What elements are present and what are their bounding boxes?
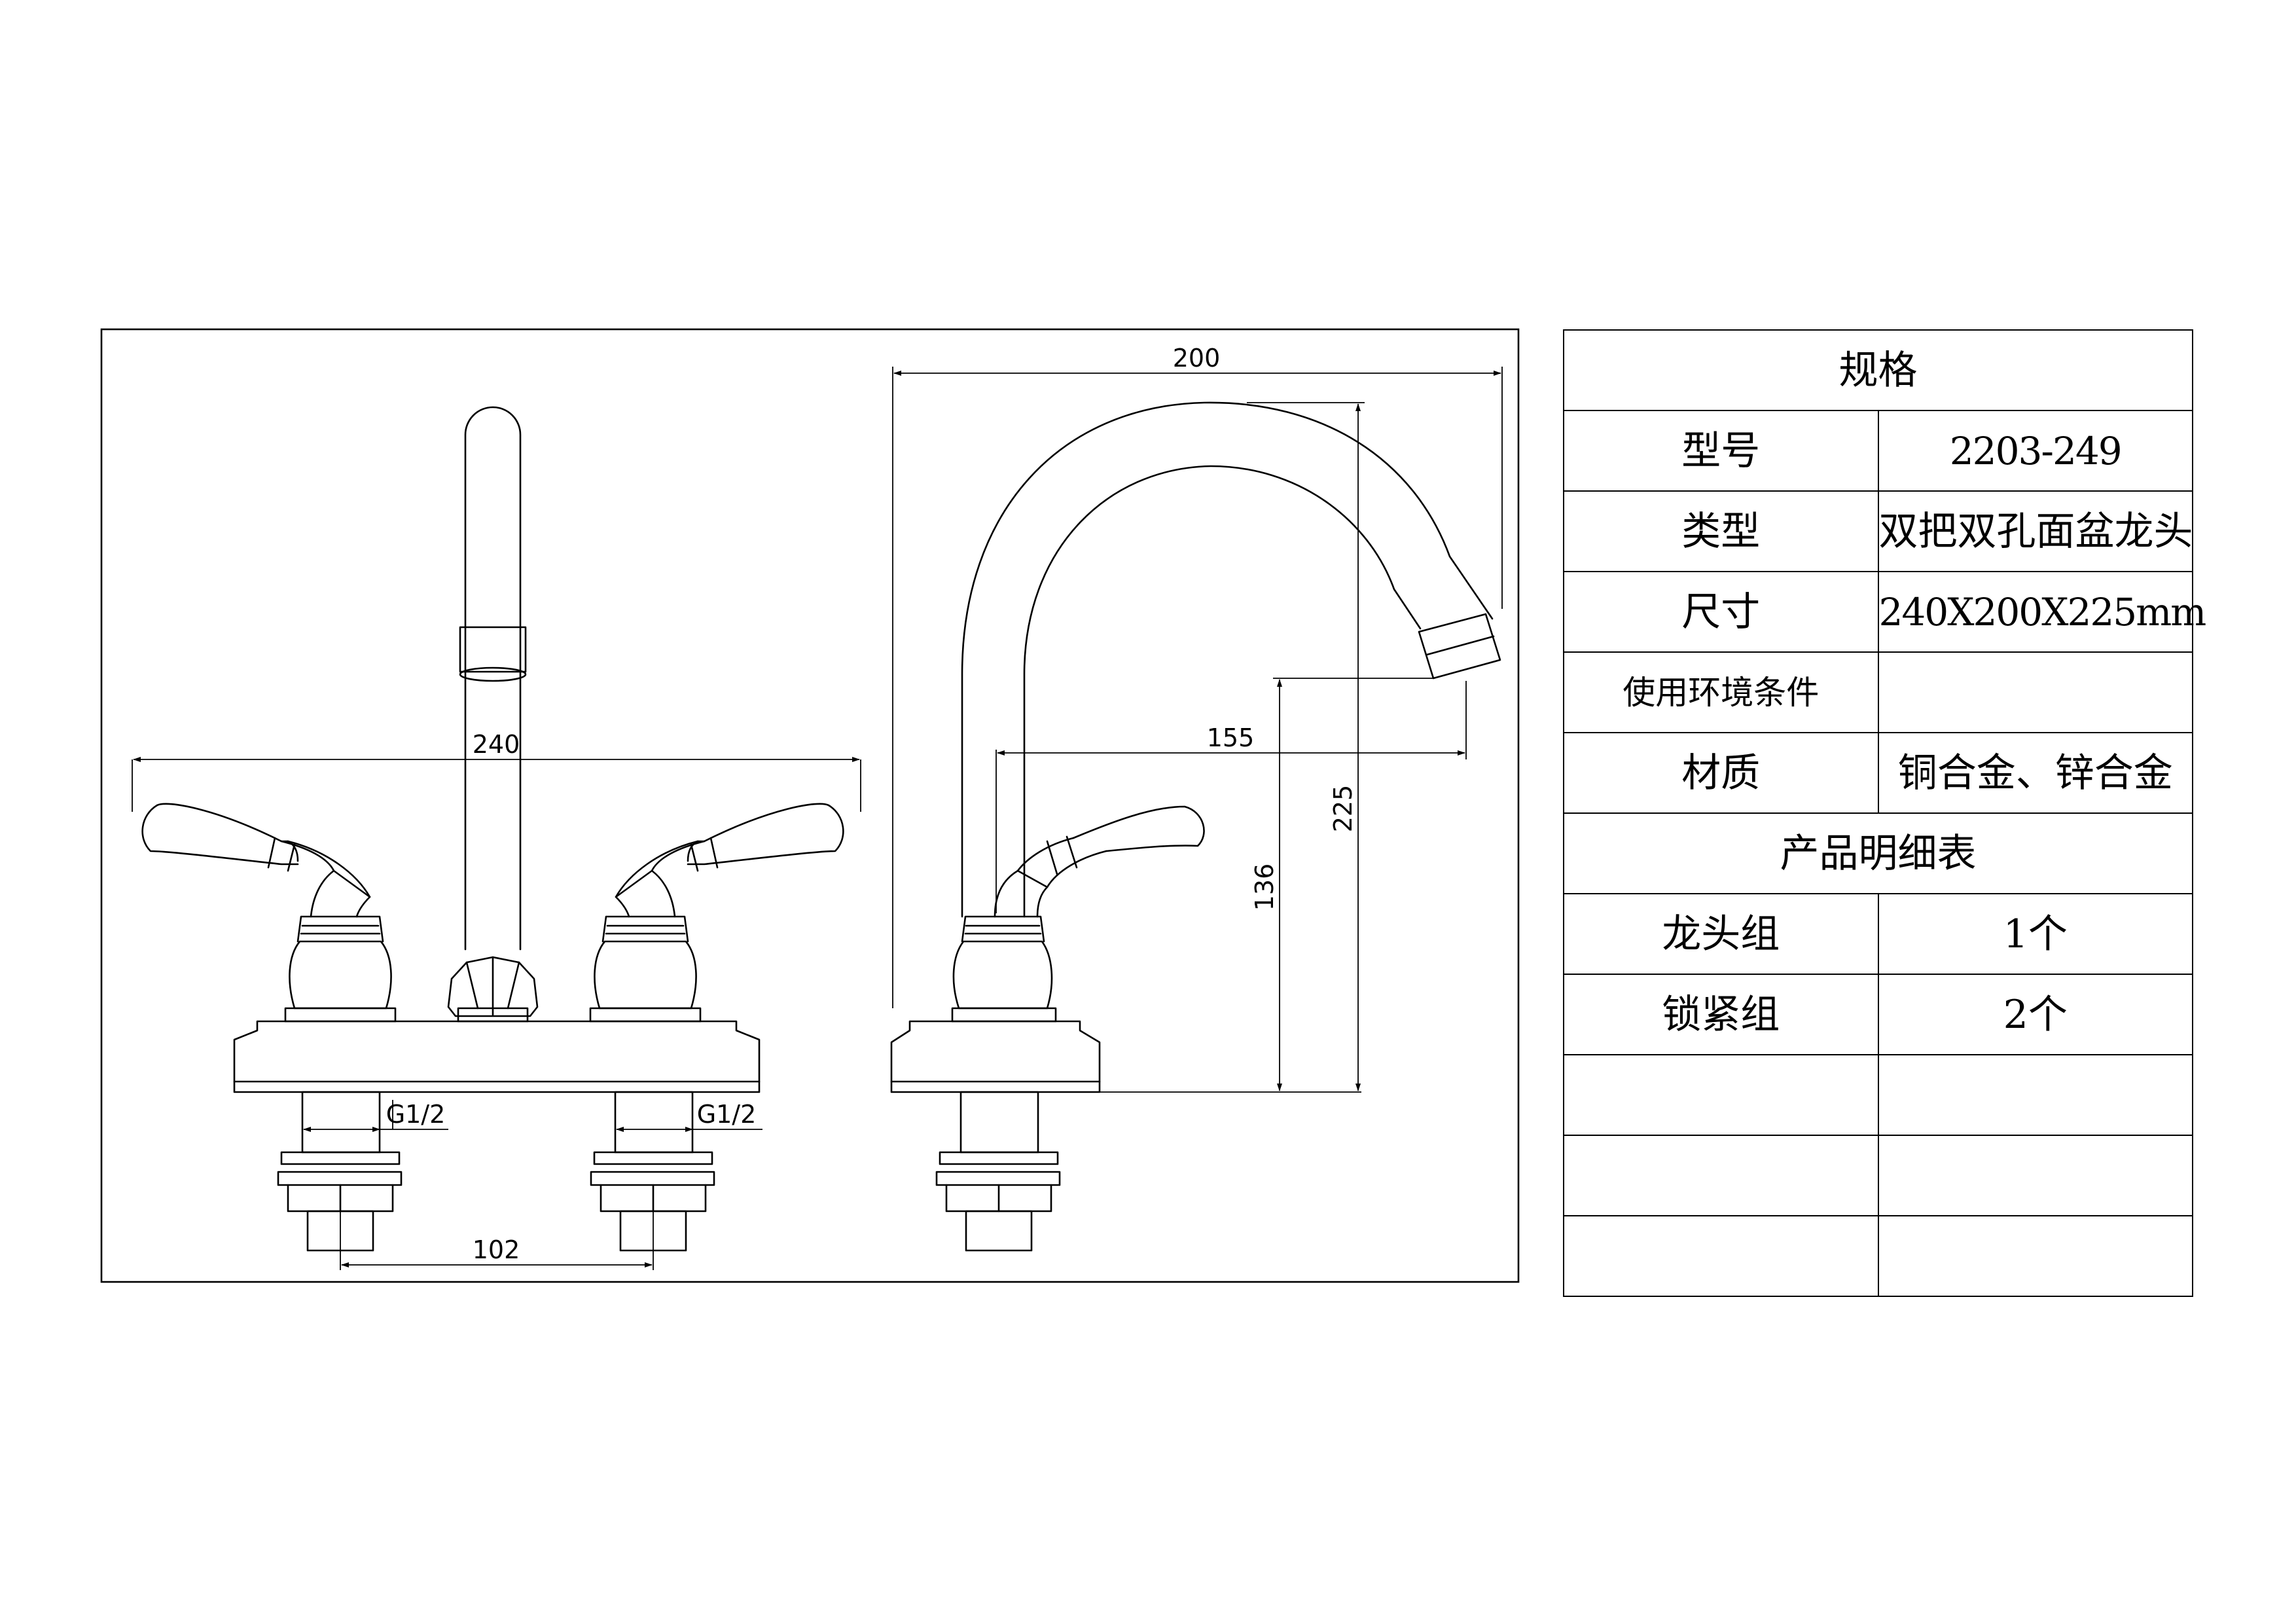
parts-row [1563,1054,2193,1136]
parts-title: 产品明细表 [1563,812,2193,894]
deck-base [233,1020,761,1093]
spec-label: 材质 [1563,732,1879,814]
spec-row-model: 型号 2203-249 [1563,410,2193,492]
spec-value: 2203-249 [1877,410,2193,492]
spec-table: 规格 型号 2203-249 类型 双把双孔面盆龙头 尺寸 240X200X22… [1563,329,2206,1297]
spec-value: 铜合金、锌合金 [1877,732,2193,814]
spec-label: 使用环境条件 [1563,651,1879,733]
parts-qty: 2个 [1877,974,2193,1055]
dim-thread-left: G1/2 [386,1100,446,1129]
side-outlet [1418,613,1501,680]
spec-row-material: 材质 铜合金、锌合金 [1563,732,2193,814]
dim-overall-height: 225 [1329,785,1357,833]
dim-overall-width: 240 [473,730,520,759]
parts-row [1563,1135,2193,1216]
spec-title: 规格 [1563,329,2193,411]
parts-label: 锁紧组 [1563,974,1879,1055]
parts-qty [1877,1215,2193,1297]
parts-label [1563,1135,1879,1216]
right-shank [590,1091,715,1252]
parts-label [1563,1215,1879,1297]
parts-label: 龙头组 [1563,893,1879,975]
spec-title-row: 规格 [1563,329,2193,411]
dim-thread-right: G1/2 [697,1100,757,1129]
spec-label: 尺寸 [1563,571,1879,653]
spec-row-environment: 使用环境条件 [1563,651,2193,733]
parts-qty: 1个 [1877,893,2193,975]
dim-outlet-height: 136 [1250,864,1279,911]
parts-row [1563,1215,2193,1297]
front-spout [464,406,522,951]
drawing-frame [100,328,1520,1283]
spec-value [1877,651,2193,733]
spout-nut [447,956,539,1017]
dim-spout-reach: 155 [1207,723,1255,752]
parts-row: 龙头组 1个 [1563,893,2193,975]
parts-row: 锁紧组 2个 [1563,974,2193,1055]
spec-row-size: 尺寸 240X200X225mm [1563,571,2206,653]
parts-title-row: 产品明细表 [1563,812,2193,894]
front-view: 240 G1/2 G1/2 102 [132,406,861,1270]
parts-label [1563,1054,1879,1136]
spec-value: 双把双孔面盆龙头 [1877,490,2193,572]
dim-hole-spacing: 102 [473,1235,520,1264]
parts-qty [1877,1054,2193,1136]
spec-row-type: 类型 双把双孔面盆龙头 [1563,490,2193,572]
spec-value: 240X200X225mm [1877,571,2206,653]
left-shank [277,1091,403,1252]
side-deck-base [890,1020,1101,1093]
spec-label: 类型 [1563,490,1879,572]
side-spout [961,401,1494,918]
spec-label: 型号 [1563,410,1879,492]
right-valve [589,803,844,1023]
left-valve [141,803,397,1023]
side-view: 200 155 136 225 [890,344,1503,1252]
parts-qty [1877,1135,2193,1216]
dim-overall-depth: 200 [1173,344,1221,373]
